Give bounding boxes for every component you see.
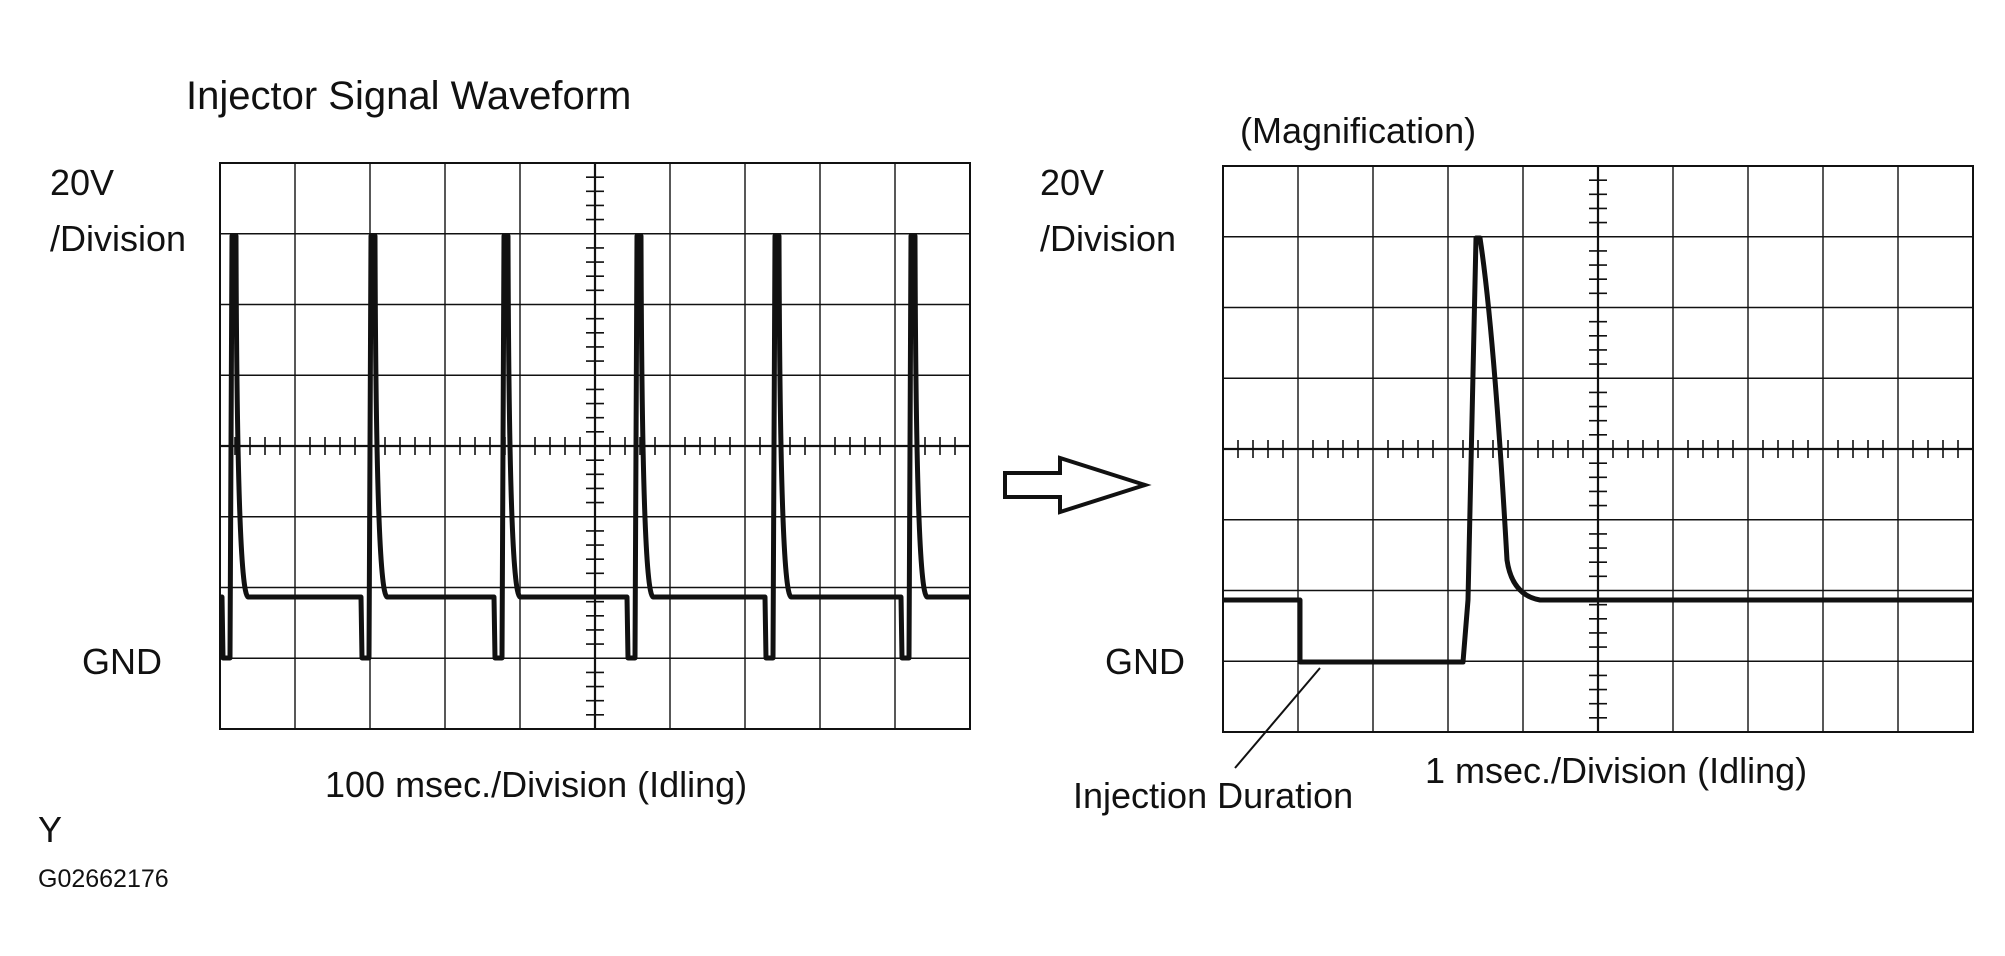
- injector-waveform-trace-1ms: [1223, 235, 1973, 665]
- magnification-label: (Magnification): [1240, 110, 1477, 151]
- left-time-per-division-label: 100 msec./Division (Idling): [325, 764, 748, 805]
- injection-duration-leader-line: [1234, 667, 1321, 769]
- left-volts-per-division-unit: /Division: [50, 218, 187, 259]
- right-time-per-division-label: 1 msec./Division (Idling): [1425, 750, 1808, 791]
- right-volts-per-division-unit: /Division: [1040, 218, 1177, 259]
- right-volts-per-division-label: 20V: [1040, 162, 1105, 203]
- code-letter: Y: [38, 809, 63, 850]
- left-volts-per-division-label: 20V: [50, 162, 115, 203]
- left-ground-label: GND: [82, 641, 162, 682]
- right-oscilloscope-screen: [1222, 165, 1974, 733]
- figure-id: G02662176: [38, 865, 169, 893]
- diagram-title: Injector Signal Waveform: [186, 74, 632, 118]
- left-oscilloscope-screen: [219, 162, 971, 730]
- injection-duration-annotation: Injection Duration: [1073, 775, 1354, 816]
- injector-waveform-trace-100ms: [219, 233, 970, 661]
- magnification-arrow-icon: [1003, 455, 1152, 515]
- right-ground-label: GND: [1105, 641, 1185, 682]
